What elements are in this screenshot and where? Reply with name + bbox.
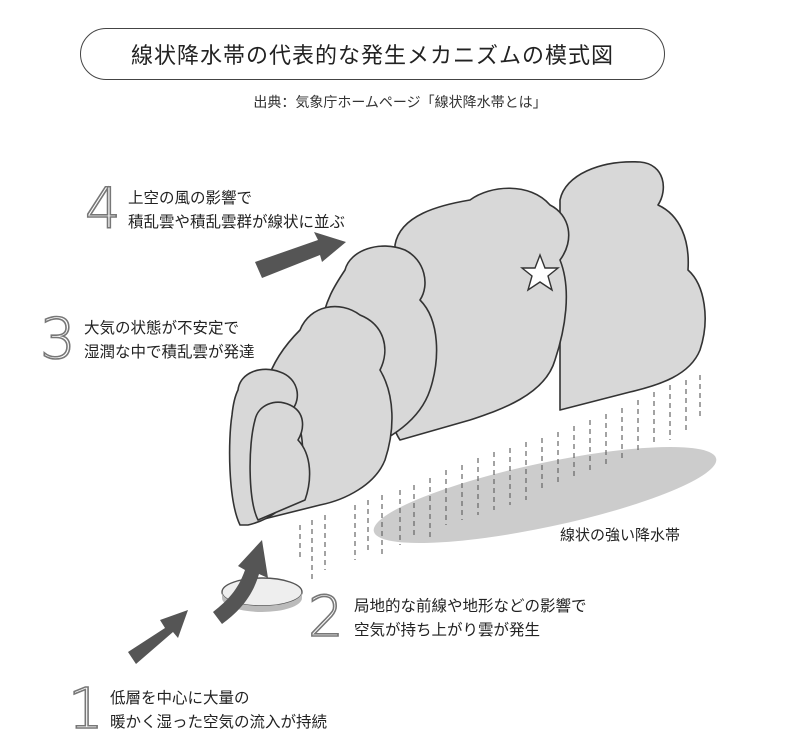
step-1-text: 低層を中心に大量の 暖かく湿った空気の流入が持続 [110,686,327,734]
step-2-line1: 局地的な前線や地形などの影響で [354,597,587,615]
step-2-number: 2 [307,585,344,650]
source-citation: 出典：気象庁ホームページ「線状降水帯とは」 [253,95,547,111]
step-4-number: 4 [84,177,121,242]
step-3-number: 3 [39,307,76,372]
step-3-line1: 大気の状態が不安定で [84,319,240,337]
step-2-line2: 空気が持ち上がり雲が発生 [354,621,541,639]
arrow-upper-wind [255,232,346,278]
step-3-text: 大気の状態が不安定で 湿潤な中で積乱雲が発達 [84,316,255,364]
step-1-line1: 低層を中心に大量の [110,689,250,707]
arrow-inflow-low [128,610,188,664]
arrow-lift-up [213,540,268,624]
step-4-line2: 積乱雲や積乱雲群が線状に並ぶ [128,213,346,231]
cloud-front-tall [249,401,311,521]
step-4-text: 上空の風の影響で 積乱雲や積乱雲群が線状に並ぶ [128,186,345,234]
rain-streaks [299,375,701,580]
step-1-number: 1 [67,677,104,742]
step-2-text: 局地的な前線や地形などの影響で 空気が持ち上がり雲が発生 [354,594,587,642]
step-1-line2: 暖かく湿った空気の流入が持続 [110,713,328,731]
step-3-line2: 湿潤な中で積乱雲が発達 [84,343,255,361]
diagram-title: 線状降水帯の代表的な発生メカニズムの模式図 [80,28,665,80]
cloud-back-right [559,161,706,411]
cloud-anvil-detail [520,253,560,292]
step-4-line1: 上空の風の影響で [128,189,253,207]
diagram-title-text: 線状降水帯の代表的な発生メカニズムの模式図 [130,44,614,69]
cumulonimbus-cloud-group [228,161,706,526]
rain-band-shadow [373,447,717,543]
rain-band-label: 線状の強い降水帯 [560,526,681,544]
